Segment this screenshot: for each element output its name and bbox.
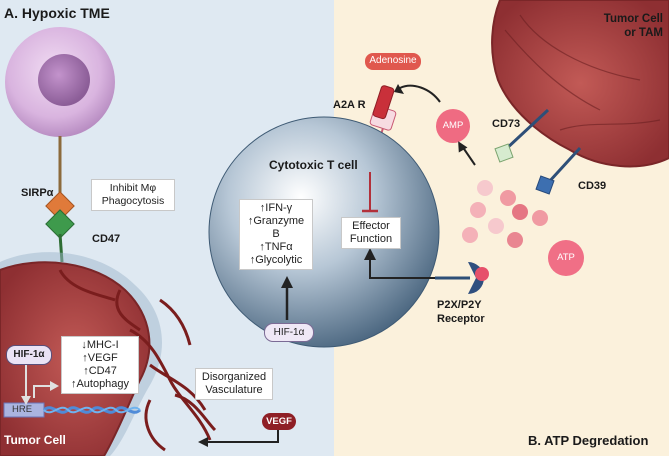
cd47-label: CD47 xyxy=(92,233,121,245)
atp-circle xyxy=(548,240,584,276)
amp-circle xyxy=(436,109,470,143)
disorganized-vasculature xyxy=(58,269,217,452)
hif-1a-tcell-pill: HIF-1α xyxy=(264,323,314,342)
amp-pill: AMP xyxy=(442,120,464,131)
p2x-ligand xyxy=(475,267,489,281)
cd39-stalk xyxy=(546,146,582,185)
cd73-label: CD73 xyxy=(492,118,521,130)
hif-1a-tumor-pill: HIF-1α xyxy=(6,345,52,365)
sirpa-label: SIRPα xyxy=(21,187,54,199)
panel-a-title: A. Hypoxic TME xyxy=(4,5,110,21)
t-cell-label: Cytotoxic T cell xyxy=(269,158,358,172)
a2a-label: A2A R xyxy=(333,99,366,111)
panel-b-title: B. ATP Degredation xyxy=(528,433,649,448)
a2a-receptor xyxy=(372,85,395,120)
disorganized-vasculature-box: Disorganized Vasculature xyxy=(195,368,273,400)
cd39-receptor xyxy=(535,175,555,195)
tumor-cell-label: Tumor Cell xyxy=(4,433,66,447)
adenosine-pill: Adenosine xyxy=(369,55,417,66)
tumor-or-tam-label: Tumor Cell or TAM xyxy=(603,13,663,39)
vegf-pill: VEGF xyxy=(262,413,296,430)
p2x-label: P2X/P2Y Receptor xyxy=(437,299,485,325)
macrophage-nucleus xyxy=(38,54,90,106)
adenosine-pill-shape xyxy=(365,53,421,70)
effector-function-box: Effector Function xyxy=(341,217,401,249)
cd47-receptor xyxy=(45,209,75,239)
tumor-effects-box: ↓MHC-I ↑VEGF ↑CD47 ↑Autophagy xyxy=(61,336,139,394)
hre-label: HRE xyxy=(12,404,33,415)
atp-molecules xyxy=(462,180,548,248)
t-cell xyxy=(208,116,440,348)
inhibit-phagocytosis-box: Inhibit Mφ Phagocytosis xyxy=(91,179,175,211)
cd39-label: CD39 xyxy=(578,180,607,192)
cd73-receptor xyxy=(494,143,514,163)
tumor-cell-top-right xyxy=(491,0,669,168)
cd73-stalk xyxy=(503,108,550,152)
tcell-effects-box: ↑IFN-γ ↑Granzyme B ↑TNFα ↑Glycolytic xyxy=(239,199,313,270)
sirpa-receptor xyxy=(45,191,75,221)
atp-pill: ATP xyxy=(557,252,575,263)
